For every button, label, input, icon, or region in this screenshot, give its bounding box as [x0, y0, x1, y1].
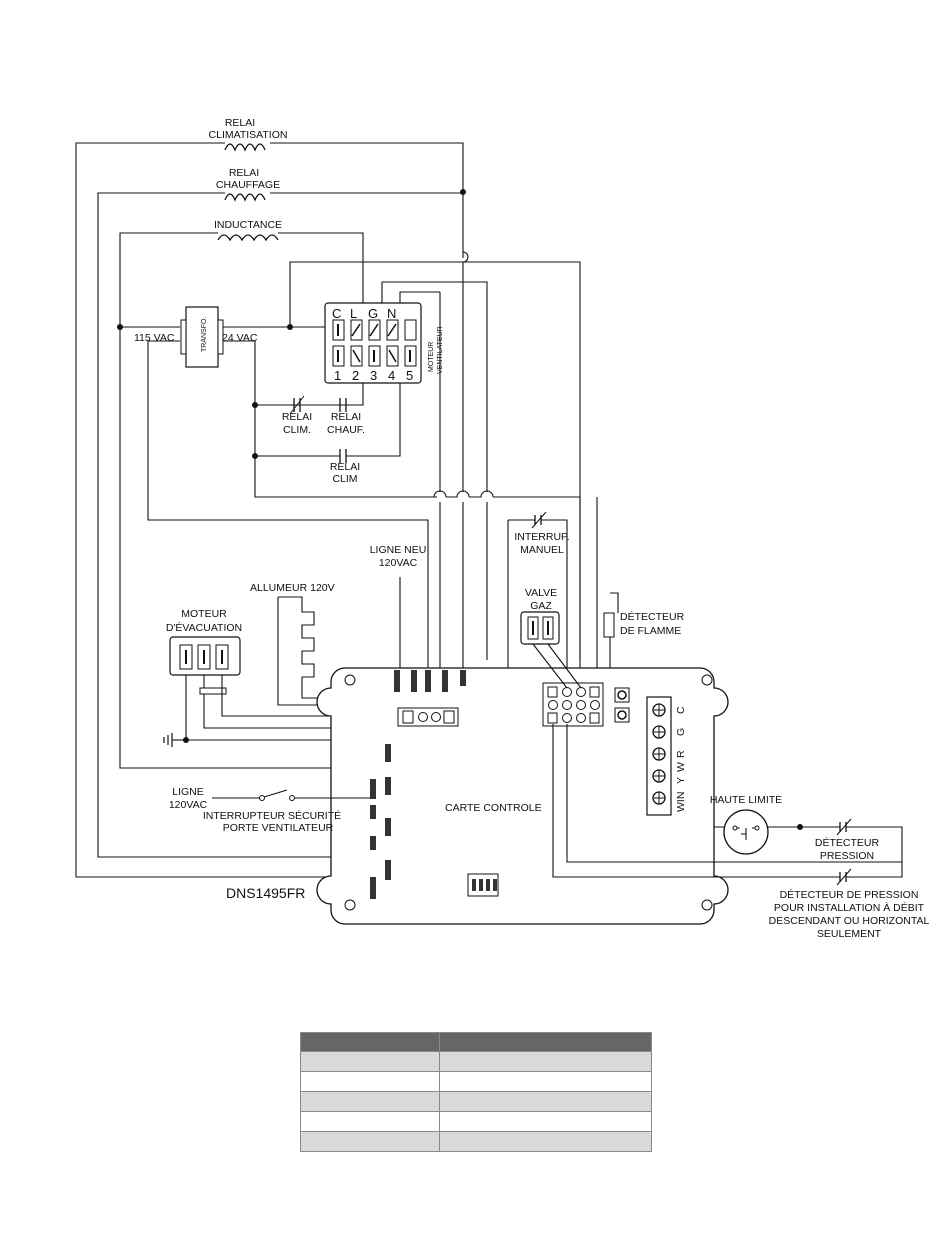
valve-gaz: VALVE GAZ	[520, 587, 582, 689]
note-label-2: POUR INSTALLATION À DÉBIT	[774, 901, 925, 914]
fan-2-label: 2	[352, 368, 359, 383]
relai-chauf-sw-label-1: RELAI	[331, 411, 361, 423]
inductance-coil: INDUCTANCE	[214, 219, 282, 242]
control-board: CARTE CONTROLE	[316, 667, 729, 925]
fan-4-label: 4	[388, 368, 395, 383]
fan-5-label: 5	[406, 368, 413, 383]
fan-c-label: C	[332, 306, 341, 321]
note-label-4: SEULEMENT	[817, 928, 882, 940]
wire-crossings	[433, 490, 494, 502]
table-row	[300, 1051, 652, 1072]
legend-cell	[439, 1111, 652, 1132]
interrup-label-2: MANUEL	[520, 544, 564, 556]
relai-clim-sw-label-1: RELAI	[282, 411, 312, 423]
table-row	[300, 1071, 652, 1092]
table-row	[300, 1111, 652, 1132]
term-g-label: G	[675, 728, 687, 736]
model-number: DNS1495FR	[226, 885, 305, 901]
legend-cell	[300, 1051, 440, 1072]
relai-climatisation-coil: RELAI CLIMATISATION	[209, 117, 288, 152]
relai-clim2-label-2: CLIM	[332, 473, 357, 485]
vac115-label: 115 VAC	[134, 332, 175, 344]
moteur-evac-label-2: D'ÉVACUATION	[166, 621, 242, 634]
relai-clim-label-2: CLIMATISATION	[209, 129, 288, 141]
term-w-label: W	[675, 762, 687, 772]
ligne-neu: LIGNE NEU 120VAC	[370, 544, 427, 569]
detect-pression-label-1: DÉTECTEUR	[815, 836, 880, 849]
term-r-label: R	[675, 750, 687, 758]
relai-chauf-sw-label-2: CHAUF.	[327, 424, 365, 436]
haute-limite: HAUTE LIMITE DÉTECTEUR PRESSION	[552, 724, 903, 886]
legend-header-cell	[439, 1032, 652, 1052]
legend-cell	[439, 1131, 652, 1152]
legend-cell	[300, 1131, 440, 1152]
ligne-neu-label-1: LIGNE NEU	[370, 544, 427, 556]
moteur-vent-label-2: VENTILATEUR	[437, 326, 444, 374]
legend-cell	[300, 1071, 440, 1092]
table-row	[300, 1091, 652, 1112]
relai-clim2-label-1: RELAI	[330, 461, 360, 473]
term-y-label: Y	[675, 777, 687, 784]
term-win-label: WIN	[675, 792, 687, 812]
fan-motor-connector: C L G N 1 2 3 4 5 MOTEUR VENTILATEUR	[324, 302, 444, 384]
vac24-label: 24 VAC	[222, 332, 258, 344]
legend-table	[300, 1032, 652, 1152]
interrupteur-label-1: INTERRUPTEUR SÉCURITÉ	[203, 809, 341, 822]
legend-cell	[300, 1091, 440, 1112]
relay-contacts: RELAI CLIM. RELAI CHAUF. RELAI CLIM	[282, 395, 365, 485]
table-row	[300, 1131, 652, 1152]
legend-cell	[439, 1051, 652, 1072]
interrupteur-manuel: INTERRUP. MANUEL	[514, 511, 570, 556]
relai-chauffage-coil: RELAI CHAUFFAGE	[216, 167, 280, 202]
carte-controle-label: CARTE CONTROLE	[445, 802, 542, 814]
relai-chauf-label-2: CHAUFFAGE	[216, 179, 280, 191]
interrup-label-1: INTERRUP.	[514, 531, 569, 543]
ligne-neu-label-2: 120VAC	[379, 557, 418, 569]
relai-chauf-label-1: RELAI	[229, 167, 259, 179]
ligne-120-label-1: LIGNE	[172, 786, 204, 798]
fan-3-label: 3	[370, 368, 377, 383]
transformer: 115 VAC 24 VAC TRANSFO.	[134, 306, 258, 368]
ligne-120-label-2: 120VAC	[169, 799, 208, 811]
legend-header-cell	[300, 1032, 440, 1052]
fan-1-label: 1	[334, 368, 341, 383]
valve-label-1: VALVE	[525, 587, 557, 599]
detecteur-flamme: DÉTECTEUR DE FLAMME	[603, 610, 685, 638]
valve-label-2: GAZ	[530, 600, 552, 612]
terminal-screws	[652, 703, 666, 805]
allumeur-label: ALLUMEUR 120V	[250, 582, 335, 594]
legend-cell	[300, 1111, 440, 1132]
detect-pression-label-2: PRESSION	[820, 850, 874, 862]
fan-n-label: N	[387, 306, 396, 321]
moteur-vent-label-1: MOTEUR	[428, 342, 435, 372]
legend-cell	[439, 1071, 652, 1092]
fan-l-label: L	[350, 306, 357, 321]
relai-clim-sw-label-2: CLIM.	[283, 424, 311, 436]
term-c-label: C	[675, 706, 687, 714]
moteur-evac-label-1: MOTEUR	[181, 608, 227, 620]
fan-g-label: G	[368, 306, 378, 321]
detect-flamme-label-2: DE FLAMME	[620, 625, 681, 637]
detect-flamme-label-1: DÉTECTEUR	[620, 610, 685, 623]
haute-limite-label: HAUTE LIMITE	[710, 794, 782, 806]
wires	[75, 142, 800, 878]
note-pressure: DÉTECTEUR DE PRESSION POUR INSTALLATION …	[769, 888, 930, 940]
relai-clim-label-1: RELAI	[225, 117, 255, 129]
interrupteur-label-2: PORTE VENTILATEUR	[223, 822, 334, 834]
transfo-label: TRANSFO.	[201, 317, 208, 352]
legend-cell	[439, 1091, 652, 1112]
interrupteur-securite: LIGNE 120VAC INTERRUPTEUR SÉCURITÉ PORTE…	[169, 786, 370, 834]
note-label-3: DESCENDANT OU HORIZONTAL	[769, 915, 930, 927]
inductance-label: INDUCTANCE	[214, 219, 282, 231]
legend-header-row	[300, 1032, 652, 1052]
note-label-1: DÉTECTEUR DE PRESSION	[780, 888, 919, 901]
